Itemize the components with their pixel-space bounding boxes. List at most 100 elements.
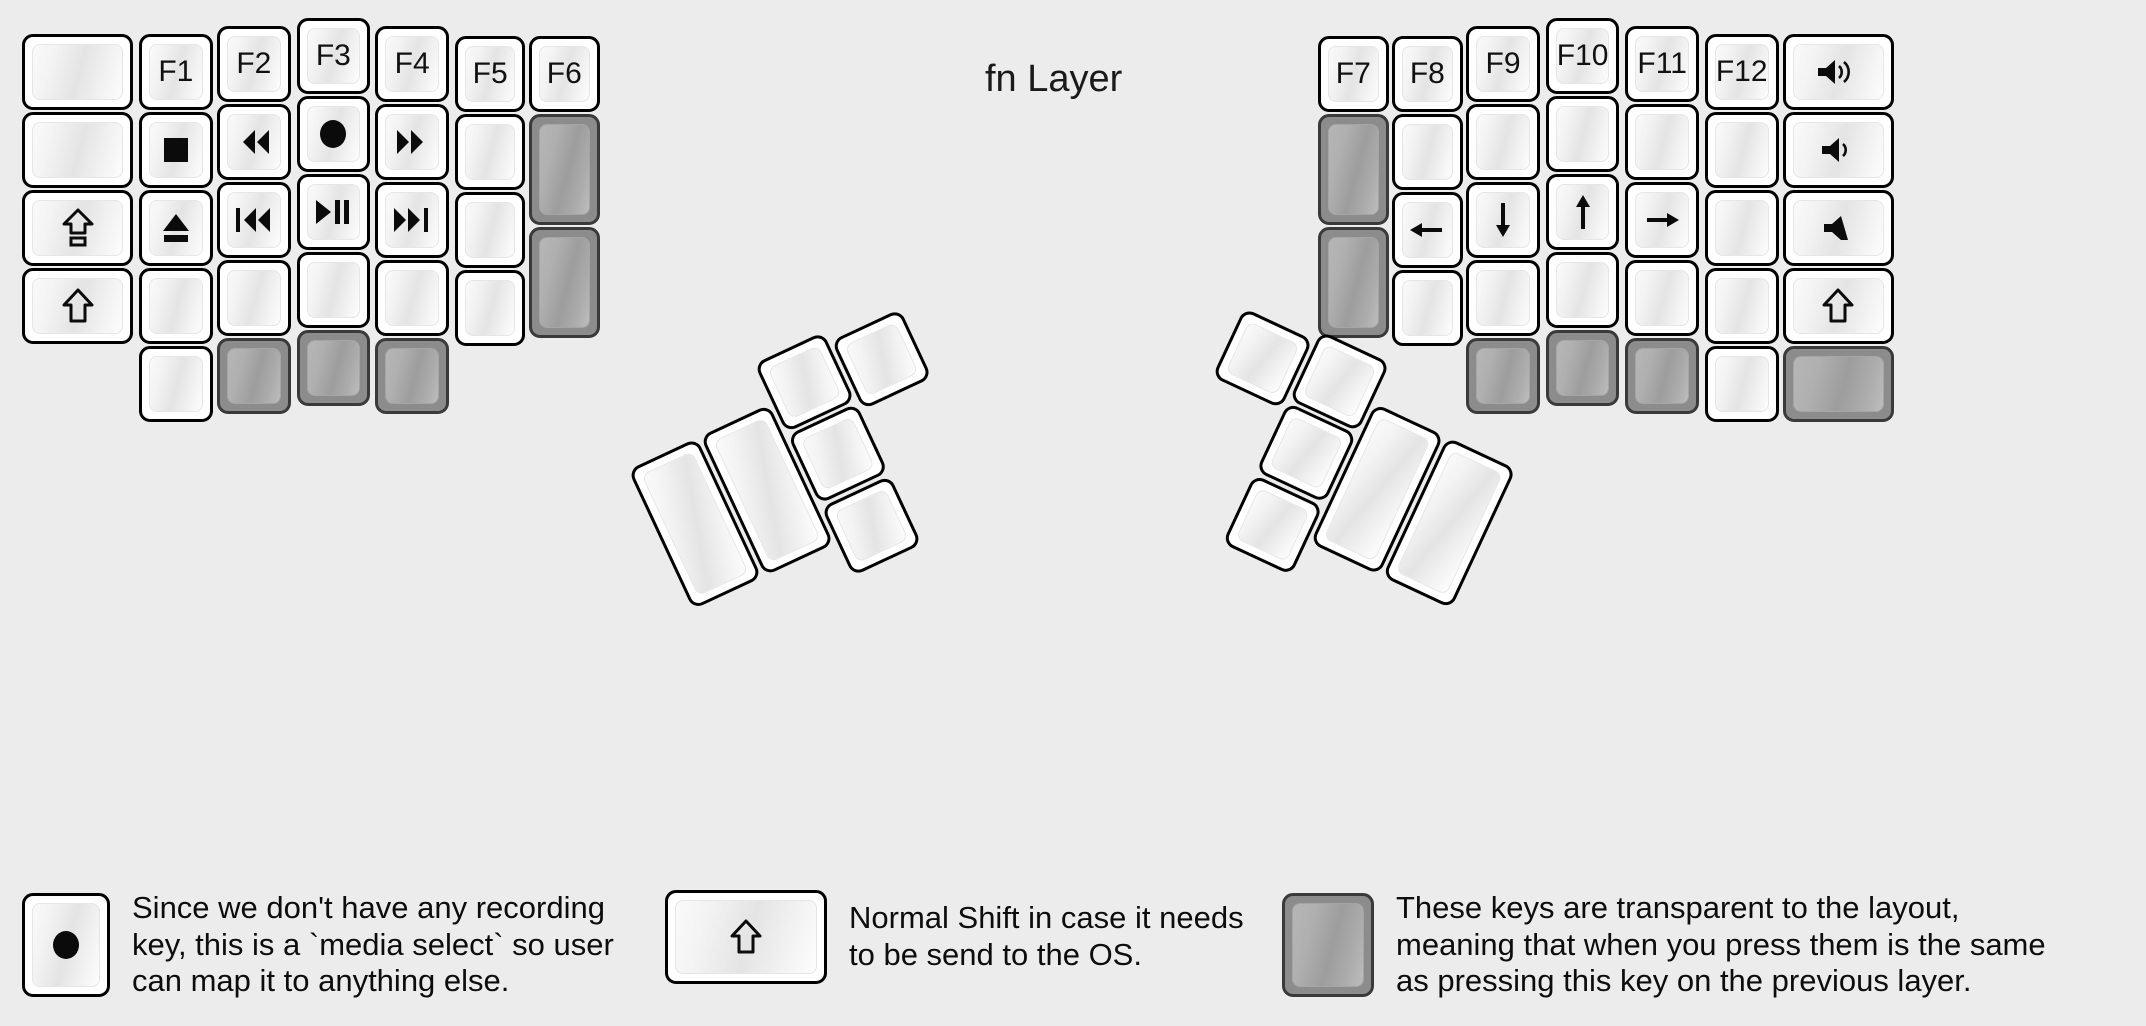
key-right-index-4[interactable] [1466,338,1540,414]
media-eject-icon [161,212,191,244]
key-right-index-inner-1[interactable] [1392,114,1463,190]
key-right-index-inner-0[interactable]: F8 [1392,36,1463,112]
key-right-index-inner-3[interactable] [1392,270,1463,346]
key-left-ring-3[interactable] [217,260,291,336]
key-right-pinky-3[interactable] [1704,268,1779,344]
key-left-index-4[interactable] [375,338,449,414]
caps-lock-icon [62,208,94,248]
key-left-inner-2[interactable] [529,227,600,339]
key-right-index-inner-2[interactable] [1392,192,1463,268]
keycap-surface [1555,262,1610,318]
key-right-inner-2[interactable] [1318,227,1389,339]
key-left-middle-3[interactable] [296,252,371,328]
key-left-index-3[interactable] [375,260,449,336]
keycap-surface: F2 [227,36,281,92]
key-left-pinky-outer-2[interactable] [22,190,134,266]
keycap-surface: F12 [1714,44,1769,100]
keycap-surface [1476,348,1530,404]
key-left-index-inner-0[interactable]: F5 [454,36,526,112]
keycap-surface [464,124,516,180]
keycap-surface [32,200,124,256]
key-right-pinky-outer-0[interactable] [1782,34,1894,110]
key-right-pinky-outer-4[interactable] [1782,346,1894,422]
key-left-pinky-1[interactable] [139,112,213,188]
keycap-surface [539,124,590,216]
key-right-pinky-4[interactable] [1704,346,1779,422]
key-left-inner-0[interactable]: F6 [529,36,600,112]
key-right-index-1[interactable] [1466,104,1540,180]
keycap-surface [1402,280,1453,336]
key-right-ring-4[interactable] [1625,338,1699,414]
keycap-surface [1328,237,1379,329]
keycap-label: F6 [546,57,582,90]
keycap-surface [1476,114,1530,170]
keycap-label: F12 [1715,55,1768,88]
keycap-surface [227,192,281,248]
key-right-middle-2[interactable] [1545,174,1620,250]
key-left-ring-4[interactable] [217,338,291,414]
key-left-middle-1[interactable] [296,96,371,172]
key-right-inner-1[interactable] [1318,114,1389,226]
key-right-ring-2[interactable] [1625,182,1699,258]
key-left-pinky-outer-1[interactable] [22,112,134,188]
key-left-pinky-3[interactable] [139,268,213,344]
legend-text-2: These keys are transparent to the layout… [1396,890,2046,999]
key-left-index-1[interactable] [375,104,449,180]
key-left-pinky-0[interactable]: F1 [139,34,213,110]
key-left-pinky-outer-0[interactable] [22,34,134,110]
key-left-inner-1[interactable] [529,114,600,226]
key-right-middle-0[interactable]: F10 [1545,18,1620,94]
key-left-ring-2[interactable] [217,182,291,258]
key-left-index-0[interactable]: F4 [375,26,449,102]
shift-icon [1822,288,1854,324]
key-left-ring-0[interactable]: F2 [217,26,291,102]
keycap-surface [306,184,361,240]
keycap-surface [227,348,281,404]
keycap-label: F5 [472,57,508,90]
keycap-surface [1269,415,1344,491]
key-left-index-inner-1[interactable] [454,114,526,190]
key-left-ring-1[interactable] [217,104,291,180]
keycap-surface: F11 [1635,36,1689,92]
arrow-left-icon [1408,216,1446,244]
media-stop-icon [162,136,190,164]
keycap-surface [1635,270,1689,326]
key-right-ring-0[interactable]: F11 [1625,26,1699,102]
key-right-middle-1[interactable] [1545,96,1620,172]
keycap-surface [1328,124,1379,216]
key-right-pinky-outer-2[interactable] [1782,190,1894,266]
keycap-surface [1402,202,1453,258]
keycap-surface [149,200,203,256]
key-left-pinky-4[interactable] [139,346,213,422]
key-left-pinky-outer-3[interactable] [22,268,134,344]
key-right-inner-0[interactable]: F7 [1318,36,1389,112]
keycap-surface [385,192,439,248]
key-right-ring-1[interactable] [1625,104,1699,180]
key-right-pinky-2[interactable] [1704,190,1779,266]
media-play-pause-icon [314,198,352,226]
key-left-index-2[interactable] [375,182,449,258]
key-left-index-inner-2[interactable] [454,192,526,268]
key-right-middle-4[interactable] [1545,330,1620,406]
key-right-pinky-outer-3[interactable] [1782,268,1894,344]
key-right-pinky-outer-1[interactable] [1782,112,1894,188]
key-left-middle-4[interactable] [296,330,371,406]
key-right-pinky-1[interactable] [1704,112,1779,188]
key-left-middle-0[interactable]: F3 [296,18,371,94]
key-right-index-0[interactable]: F9 [1466,26,1540,102]
key-left-pinky-2[interactable] [139,190,213,266]
keycap-surface [1235,487,1310,563]
key-right-middle-3[interactable] [1545,252,1620,328]
key-right-index-3[interactable] [1466,260,1540,336]
keycap-surface: F7 [1328,46,1379,102]
volume-down-icon [1820,135,1856,165]
keycap-surface [844,322,919,397]
key-right-pinky-0[interactable]: F12 [1704,34,1779,110]
key-left-middle-2[interactable] [296,174,371,250]
keycap-surface [32,44,124,100]
key-right-index-2[interactable] [1466,182,1540,258]
keycap-surface [306,106,361,162]
keycap-surface [149,122,203,178]
key-left-index-inner-3[interactable] [454,270,526,346]
key-right-ring-3[interactable] [1625,260,1699,336]
